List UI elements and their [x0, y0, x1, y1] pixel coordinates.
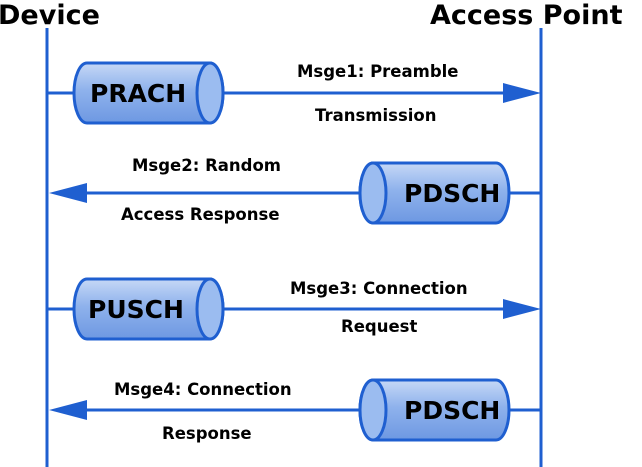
access-point-header: Access Point [430, 0, 623, 31]
message-2-line2: Access Response [121, 205, 280, 224]
pdsch-label-1: PDSCH [404, 179, 500, 208]
pusch-label: PUSCH [88, 295, 184, 324]
prach-cylinder: PRACH [72, 61, 225, 125]
message-1-line1: Msge1: Preamble [297, 62, 458, 81]
prach-label: PRACH [90, 79, 186, 108]
message-3: PUSCH Msge3: Connection Request [47, 277, 541, 341]
device-header: Device [0, 0, 100, 31]
pusch-cylinder: PUSCH [72, 277, 225, 341]
message-3-arrowhead [503, 299, 541, 319]
message-4-line2: Response [162, 424, 252, 443]
message-4-line1: Msge4: Connection [114, 380, 292, 399]
message-2-arrowhead [49, 183, 87, 203]
pdsch-cylinder-2: PDSCH [358, 378, 511, 442]
message-2-line1: Msge2: Random [132, 156, 281, 175]
message-1-arrowhead [503, 83, 541, 103]
message-1: PRACH Msge1: Preamble Transmission [47, 61, 541, 125]
message-4: PDSCH Msge4: Connection Response [49, 378, 541, 443]
pdsch-cylinder-1: PDSCH [358, 161, 511, 225]
message-2: PDSCH Msge2: Random Access Response [49, 156, 541, 225]
message-4-arrowhead [49, 400, 87, 420]
pdsch-label-2: PDSCH [404, 396, 500, 425]
message-1-line2: Transmission [315, 106, 437, 125]
message-3-line2: Request [341, 317, 417, 336]
message-3-line1: Msge3: Connection [290, 279, 468, 298]
